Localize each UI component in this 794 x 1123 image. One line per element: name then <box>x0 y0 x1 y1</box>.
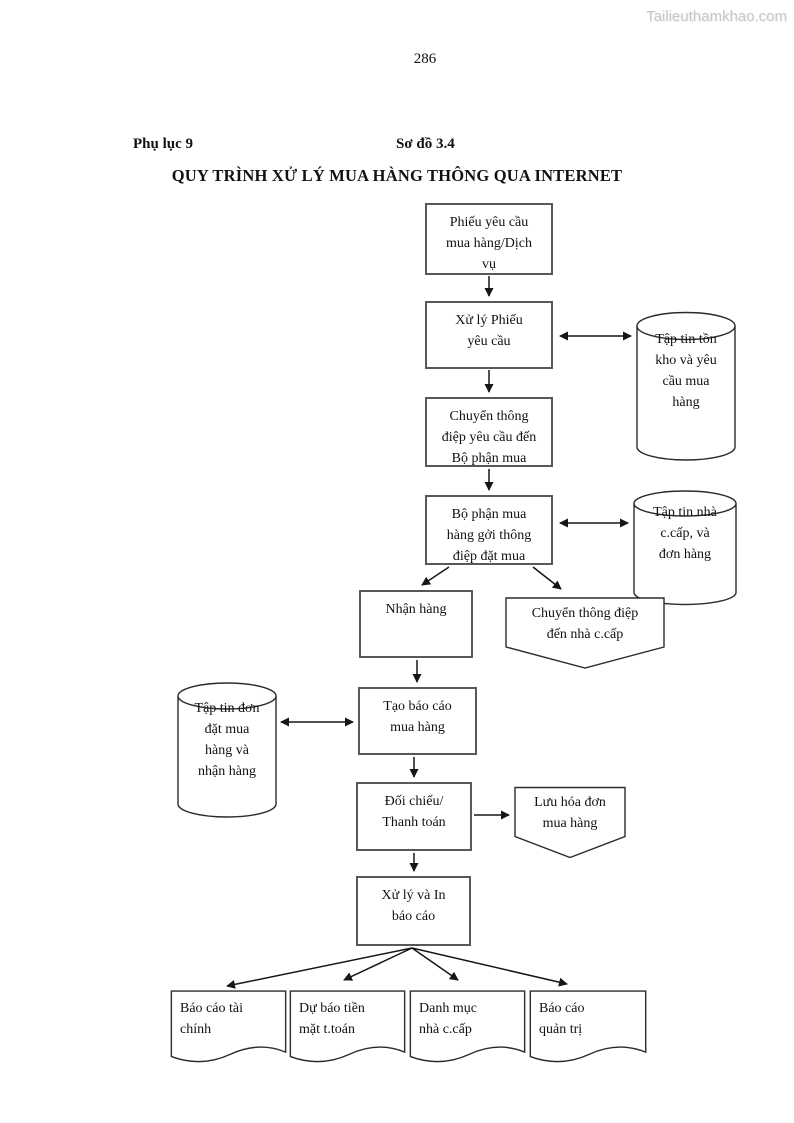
node-receive-goods-label: Nhận hàng <box>385 602 447 617</box>
node-process-request-label: Xử lý Phiếu yêu cầu <box>455 313 523 349</box>
appendix-label: Phụ lục 9 <box>133 136 194 152</box>
node-inventory-file-label: Tập tin tồn kho và yêu cầu mua hàng <box>655 332 717 410</box>
node-request-form-label: Phiếu yêu cầu mua hàng/Dịch vụ <box>446 215 532 272</box>
arrow-print-to-supplierlist <box>411 947 459 981</box>
node-purchasing-dept-order-label: Bộ phận mua hàng gởi thông điệp đặt mua <box>446 507 532 564</box>
node-send-request-message: Chuyển thông điệp yêu cầu đến Bộ phận mu… <box>425 397 553 467</box>
node-reconcile-payment-label: Đối chiếu/ Thanh toán <box>382 794 446 830</box>
node-purchase-order-file-label: Tập tin đơn đặt mua hàng và nhận hàng <box>194 701 260 779</box>
node-supplier-file-label: Tập tin nhà c.cấp, và đơn hàng <box>653 505 717 562</box>
node-process-print-reports-label: Xử lý và In báo cáo <box>381 888 446 924</box>
arrow-dept-to-sendsupplier <box>532 566 562 590</box>
pentagon-down-shape <box>505 591 665 675</box>
node-management-report-label: Báo cáo quản trị <box>539 1001 585 1037</box>
node-inventory-file: Tập tin tồn kho và yêu cầu mua hàng <box>636 293 736 479</box>
node-store-invoice: Lưu hóa đơn mua hàng <box>514 781 626 864</box>
cylinder-shape <box>636 293 736 479</box>
document-shape <box>287 990 408 1071</box>
document-shape <box>407 990 528 1071</box>
node-purchasing-dept-order: Bộ phận mua hàng gởi thông điệp đặt mua <box>425 495 553 565</box>
page-number: 286 <box>413 51 437 67</box>
node-request-form: Phiếu yêu cầu mua hàng/Dịch vụ <box>425 203 553 275</box>
node-financial-report-label: Báo cáo tài chính <box>180 1001 243 1037</box>
node-create-purchase-report: Tạo báo cáo mua hàng <box>358 687 477 755</box>
cylinder-shape <box>633 477 737 618</box>
node-receive-goods: Nhận hàng <box>359 590 473 658</box>
node-process-request: Xử lý Phiếu yêu cầu <box>425 301 553 369</box>
document-shape <box>527 990 649 1071</box>
node-store-invoice-label: Lưu hóa đơn mua hàng <box>534 795 606 831</box>
arrow-print-to-cash <box>343 947 413 981</box>
node-financial-report: Báo cáo tài chính <box>168 990 289 1071</box>
node-supplier-list-label: Danh mục nhà c.cấp <box>419 1001 477 1037</box>
node-cash-forecast-label: Dự báo tiền mặt t.toán <box>299 1001 365 1037</box>
node-reconcile-payment: Đối chiếu/ Thanh toán <box>356 782 472 851</box>
node-send-message-supplier-label: Chuyển thông điệp đến nhà c.cấp <box>531 606 639 642</box>
node-create-purchase-report-label: Tạo báo cáo mua hàng <box>383 699 452 735</box>
node-supplier-file: Tập tin nhà c.cấp, và đơn hàng <box>633 477 737 618</box>
node-management-report: Báo cáo quản trị <box>527 990 649 1071</box>
node-process-print-reports: Xử lý và In báo cáo <box>356 876 471 946</box>
cylinder-shape <box>177 666 277 834</box>
arrow-print-to-management <box>411 947 568 987</box>
node-purchase-order-file: Tập tin đơn đặt mua hàng và nhận hàng <box>177 666 277 834</box>
node-supplier-list: Danh mục nhà c.cấp <box>407 990 528 1071</box>
arrow-print-to-financial <box>226 947 413 989</box>
node-cash-forecast: Dự báo tiền mặt t.toán <box>287 990 408 1071</box>
node-send-message-supplier: Chuyển thông điệp đến nhà c.cấp <box>505 591 665 675</box>
pentagon-down-shape <box>514 781 626 864</box>
arrow-dept-to-receive <box>421 566 450 586</box>
diagram-title: QUY TRÌNH XỬ LÝ MUA HÀNG THÔNG QUA INTER… <box>171 166 623 185</box>
watermark: Tailieuthamkhao.com <box>646 8 787 25</box>
diagram-number: Sơ đồ 3.4 <box>396 136 455 152</box>
node-send-request-message-label: Chuyển thông điệp yêu cầu đến Bộ phận mu… <box>441 409 537 466</box>
document-shape <box>168 990 289 1071</box>
